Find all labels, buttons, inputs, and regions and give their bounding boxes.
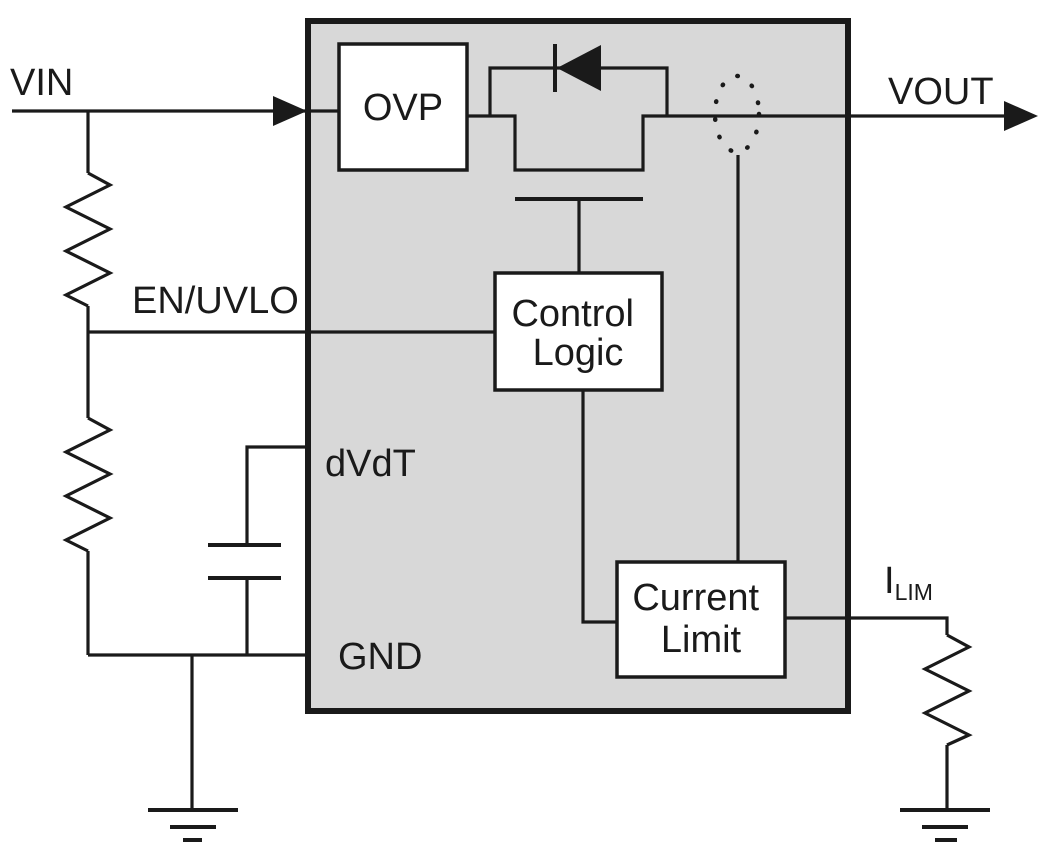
uvlo-divider-resistor-top: [62, 171, 114, 308]
ground-symbol-left: [148, 808, 238, 842]
vin-arrowhead-icon: [273, 96, 307, 126]
control-to-current-limit-wire: [581, 390, 617, 624]
ovp-block: [337, 42, 469, 172]
dvdt-label: dVdT: [325, 443, 416, 485]
dvdt-wire: [245, 445, 308, 545]
ilim-wire: [785, 616, 949, 635]
ovp-label: OVP: [363, 87, 443, 129]
control-logic-block: [493, 271, 664, 392]
vout-label: VOUT: [888, 71, 994, 113]
en-uvlo-label: EN/UVLO: [132, 280, 299, 322]
vout-arrowhead-icon: [1004, 101, 1038, 131]
body-diode: [488, 44, 669, 116]
ilim-label: ILIM: [884, 560, 933, 605]
uvlo-divider-resistor-bottom: [62, 416, 114, 553]
current-limit-label: Current Limit: [632, 577, 769, 661]
current-limit-block: [615, 560, 787, 679]
vin-label: VIN: [10, 62, 73, 104]
gnd-label: GND: [338, 636, 422, 678]
control-logic-label: Control Logic: [511, 293, 644, 374]
current-sense-ellipse: [712, 73, 762, 155]
pass-fet-gate: [515, 197, 643, 273]
fet-drain-source-rail: [467, 114, 1006, 172]
ground-symbol-right: [900, 808, 990, 842]
ilim-resistor: [921, 633, 973, 747]
